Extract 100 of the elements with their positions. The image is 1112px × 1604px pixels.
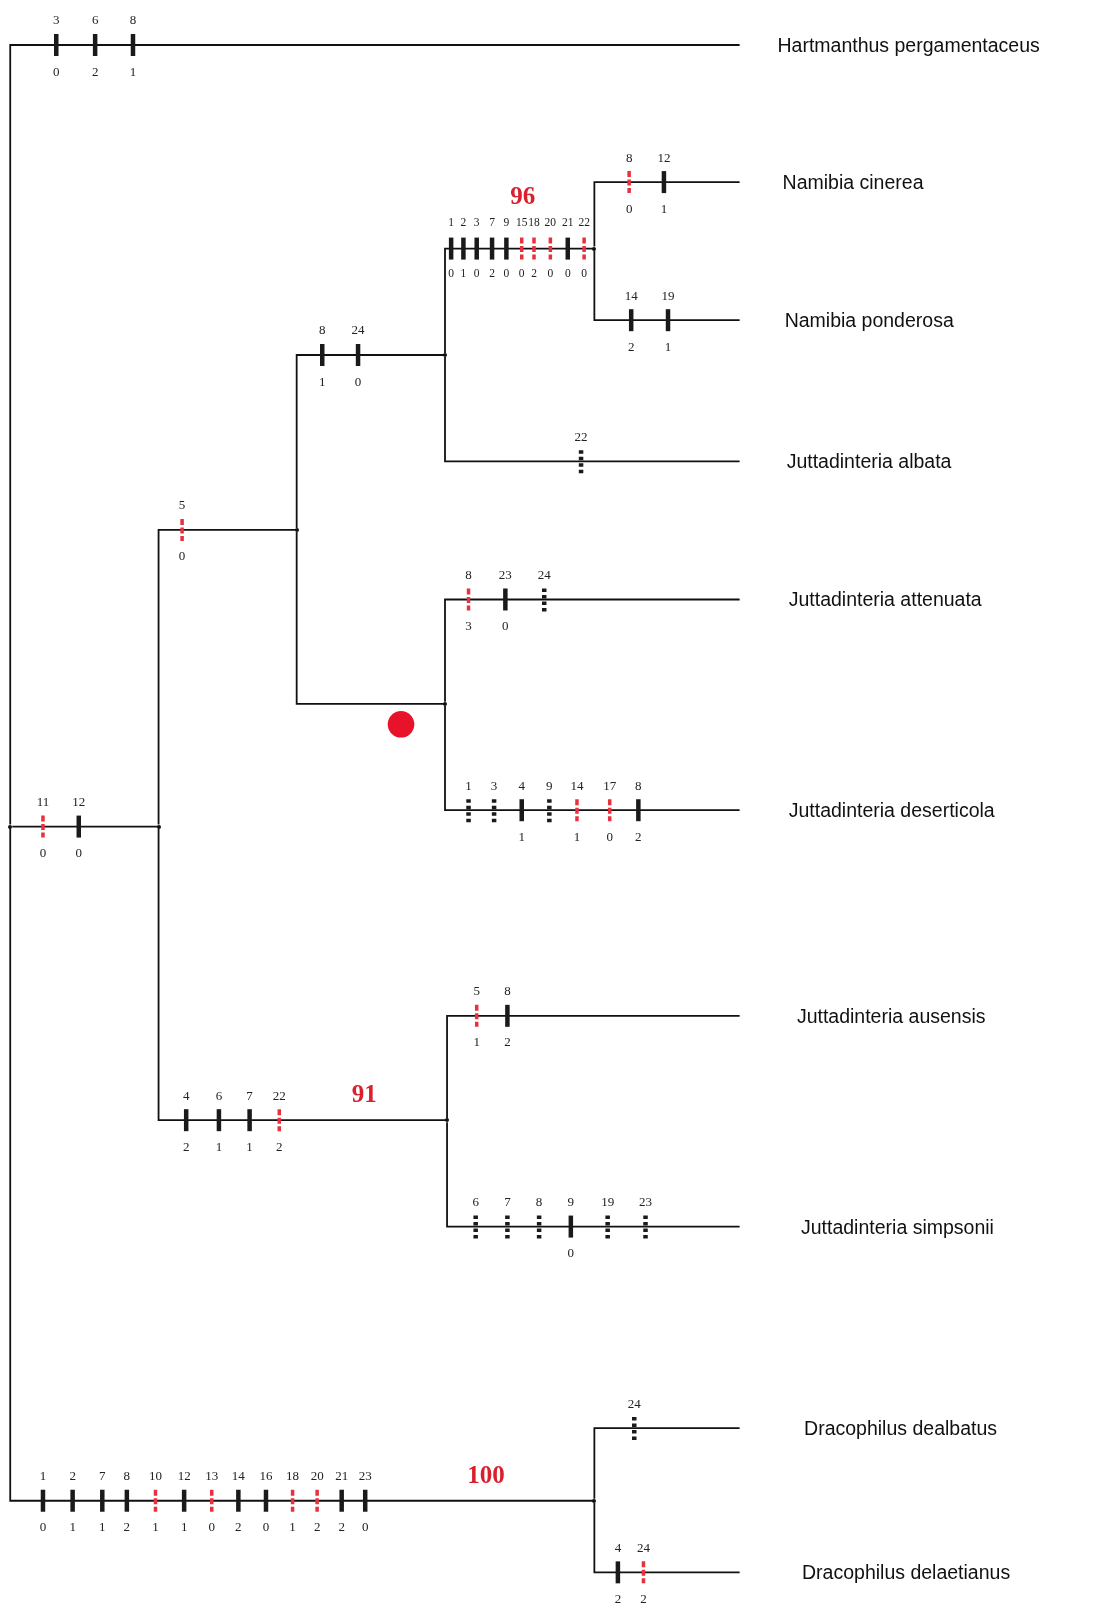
state-number: 0 (547, 268, 554, 280)
tree-branch (444, 598, 741, 703)
character-number: 5 (178, 497, 186, 511)
character-number: 7 (99, 1468, 106, 1482)
character-number: 24 (537, 567, 551, 581)
character-number: 13 (205, 1468, 219, 1482)
state-number: 1 (129, 64, 137, 78)
state-number: 0 (39, 1519, 47, 1533)
character-number: 12 (657, 150, 671, 163)
character-number: 14 (231, 1468, 245, 1482)
state-number: 3 (465, 618, 472, 632)
character-number: 7 (504, 1194, 511, 1208)
character-number: 1 (465, 778, 472, 792)
character-number: 18 (528, 217, 540, 229)
character-number: 5 (473, 983, 480, 997)
state-number: 1 (518, 829, 525, 843)
taxon-name: Dracophilus dealbatus (804, 1416, 997, 1440)
taxon-name: Juttadinteria ausensis (796, 1004, 986, 1028)
character-number: 6 (91, 12, 99, 26)
tree-branch (593, 1501, 741, 1574)
tree-branch (593, 181, 741, 248)
character-number: 2 (69, 1468, 76, 1482)
state-number: 1 (664, 339, 672, 353)
character-number: 7 (489, 217, 495, 229)
branch-node (592, 1498, 597, 1503)
character-number: 24 (351, 322, 365, 336)
character-number: 19 (661, 288, 675, 302)
state-number: 0 (581, 268, 587, 280)
tree-branch (593, 1427, 741, 1500)
character-number: 20 (544, 217, 557, 229)
state-number: 0 (75, 845, 82, 859)
character-number: 14 (624, 288, 638, 302)
state-number: 1 (573, 829, 581, 843)
character-number: 9 (546, 778, 553, 792)
character-number: 8 (535, 1194, 543, 1208)
character-number: 1 (39, 1468, 47, 1482)
tree-branch (444, 704, 741, 812)
character-number: 23 (498, 567, 512, 581)
support-value: 96 (510, 182, 536, 208)
state-number: 2 (182, 1139, 190, 1153)
state-number: 2 (235, 1519, 242, 1533)
state-number: 1 (289, 1519, 296, 1533)
character-number: 3 (490, 778, 498, 792)
state-number: 2 (123, 1519, 131, 1533)
state-number: 2 (91, 64, 99, 78)
character-number: 6 (472, 1194, 479, 1208)
state-number: 2 (640, 1591, 647, 1604)
character-number: 4 (614, 1540, 622, 1554)
character-number: 20 (310, 1468, 324, 1482)
character-number: 9 (503, 217, 510, 229)
state-number: 2 (276, 1139, 283, 1153)
state-number: 0 (39, 845, 47, 859)
state-number: 1 (460, 268, 467, 280)
state-number: 0 (502, 618, 509, 632)
state-number: 0 (606, 829, 613, 843)
state-number: 1 (660, 201, 668, 215)
state-number: 2 (614, 1591, 622, 1604)
character-number: 18 (286, 1468, 300, 1482)
branch-node (592, 246, 597, 251)
tree-branch (157, 827, 448, 1122)
character-number: 8 (465, 567, 472, 581)
state-number: 0 (354, 374, 362, 388)
character-number: 15 (515, 217, 528, 229)
character-number: 22 (272, 1088, 286, 1102)
tree-branch (295, 531, 446, 705)
taxon-name: Juttadinteria deserticola (788, 798, 995, 822)
character-number: 24 (627, 1396, 641, 1410)
branch-node (445, 1118, 450, 1123)
state-number: 1 (180, 1519, 188, 1533)
character-number: 11 (36, 794, 50, 808)
state-number: 2 (489, 268, 495, 280)
character-number: 12 (177, 1468, 191, 1482)
branch-node (294, 527, 299, 532)
character-number: 8 (504, 983, 511, 997)
state-number: 0 (178, 549, 186, 562)
character-number: 12 (72, 794, 86, 808)
taxon-name: Juttadinteria attenuata (788, 587, 982, 611)
taxon-name: Hartmanthus pergamentaceus (777, 33, 1040, 57)
state-number: 1 (246, 1139, 253, 1153)
state-number: 1 (319, 374, 326, 388)
character-number: 21 (335, 1468, 349, 1482)
state-number: 2 (635, 829, 642, 843)
taxon-name: Namibia cinerea (782, 170, 924, 194)
character-number: 22 (574, 429, 588, 443)
tree-branch (157, 529, 298, 826)
state-number: 0 (564, 268, 571, 280)
support-value: 100 (467, 1461, 505, 1487)
tree-branch (446, 1121, 741, 1228)
state-number: 2 (531, 268, 537, 280)
taxon-name: Juttadinteria albata (786, 449, 952, 473)
support-value: 91 (351, 1080, 377, 1106)
character-number: 8 (123, 1468, 131, 1482)
state-number: 1 (152, 1519, 159, 1533)
character-number: 8 (129, 12, 137, 26)
character-number: 19 (601, 1194, 615, 1208)
state-number: 0 (518, 268, 525, 280)
tree-branch (11, 825, 160, 828)
tree-branch (9, 44, 741, 826)
taxon-name: Namibia ponderosa (784, 308, 954, 332)
character-number: 24 (636, 1540, 650, 1554)
